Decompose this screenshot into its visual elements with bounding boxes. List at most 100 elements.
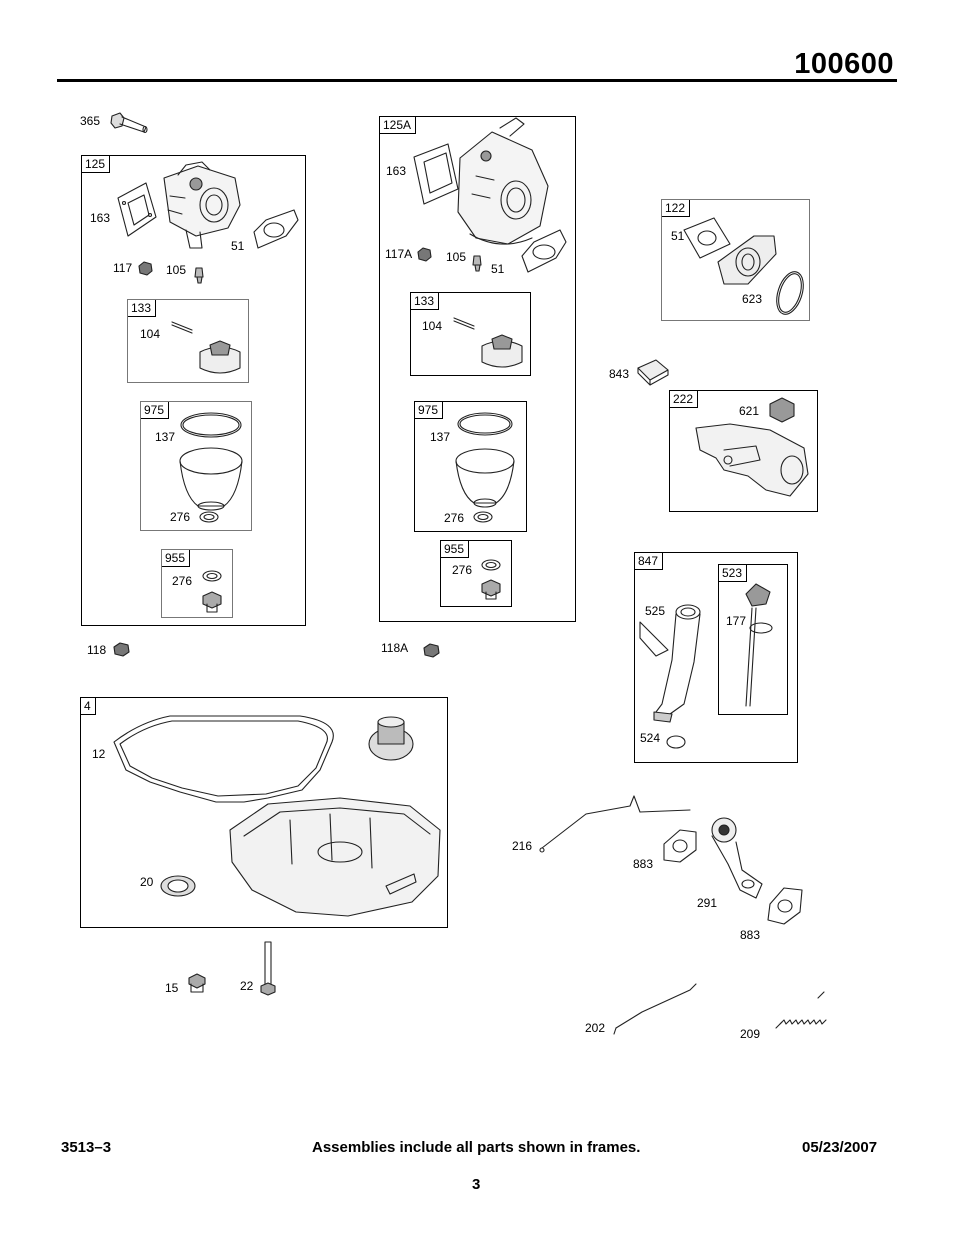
frame-125A: 125A (379, 116, 576, 622)
part-label: 51 (671, 229, 685, 243)
float-icon (199, 340, 241, 374)
part-label: 105 (446, 250, 467, 264)
bowl-icon (179, 447, 243, 511)
sump-icon (229, 797, 441, 917)
washer-276-icon (481, 559, 501, 571)
header-rule (57, 79, 897, 82)
frame-222: 222 (669, 390, 818, 512)
part-label: 51 (491, 262, 505, 276)
frame-tag: 975 (141, 402, 170, 419)
part-label: 621 (739, 404, 760, 418)
part-label: 137 (155, 430, 176, 444)
pin-104-icon (171, 321, 193, 334)
frame-tag: 122 (662, 200, 691, 217)
gear-icon (368, 716, 414, 761)
frame-4: 4 (80, 697, 448, 928)
frame-955: 955 (161, 549, 233, 618)
part-label: 117 (113, 261, 133, 275)
footer-date: 05/23/2007 (802, 1139, 878, 1156)
o-ring-524-icon (666, 735, 686, 749)
frame-523: 523 (718, 564, 788, 715)
frame-133: 133 (127, 299, 249, 383)
part-label: 623 (742, 292, 763, 306)
gasket-51-icon (683, 217, 731, 259)
frame-847: 847 (634, 552, 798, 763)
bolt-365-icon (110, 112, 148, 134)
frame-125: 125 (81, 155, 306, 626)
part-label: 104 (140, 327, 161, 341)
part-label: 216 (512, 839, 533, 853)
pin-104-icon (453, 317, 475, 330)
footer-code: 3513–3 (61, 1139, 112, 1156)
link-216-icon (539, 795, 691, 853)
frame-975: 975 (140, 401, 252, 531)
page-number: 3 (472, 1176, 481, 1193)
washer-276-icon (473, 511, 493, 523)
plug-15-icon (188, 973, 206, 993)
frame-tag: 133 (411, 293, 440, 310)
frame-tag: 523 (719, 565, 748, 582)
adapter-icon (717, 235, 777, 285)
dipstick-tube-525-icon (639, 604, 701, 723)
gasket-51-icon (521, 229, 567, 273)
carburetor-icon (457, 117, 549, 245)
part-label: 276 (452, 563, 473, 577)
frame-tag: 125A (380, 117, 417, 134)
frame-tag: 975 (415, 402, 444, 419)
gasket-163-icon (413, 143, 459, 205)
part-label: 276 (172, 574, 193, 588)
frame-tag: 955 (162, 550, 191, 567)
part-label: 177 (726, 614, 747, 628)
frame-tag: 847 (635, 553, 664, 570)
part-label: 202 (585, 1021, 606, 1035)
part-label: 163 (386, 164, 407, 178)
bowl-icon (455, 448, 515, 508)
seal-20-icon (160, 875, 196, 897)
frame-975: 975 (414, 401, 527, 532)
part-label: 12 (92, 747, 106, 761)
spring-209-icon (775, 991, 827, 1029)
plug-icon (481, 579, 501, 600)
lever-291-icon (711, 817, 763, 899)
gasket-163-icon (117, 182, 157, 237)
plug-icon (202, 591, 222, 613)
part-label: 137 (430, 430, 451, 444)
valve-105-icon (472, 255, 482, 272)
frame-tag: 222 (670, 391, 699, 408)
dipstick-177-icon (745, 583, 773, 707)
o-ring-623-icon (776, 271, 804, 315)
part-label: 20 (140, 875, 154, 889)
part-label: 209 (740, 1027, 761, 1041)
valve-105-icon (194, 267, 204, 284)
part-label: 15 (165, 981, 179, 995)
washer-276-icon (202, 570, 222, 582)
gasket-51-icon (253, 209, 299, 249)
nut-118-icon (113, 642, 130, 657)
gasket-883-icon (663, 829, 697, 863)
frame-133: 133 (410, 292, 531, 376)
switch-621-icon (769, 397, 795, 423)
nut-117A-icon (417, 247, 432, 262)
part-label: 51 (231, 239, 245, 253)
part-label: 163 (90, 211, 111, 225)
washer-276-icon (199, 511, 219, 523)
nut-117-icon (138, 261, 153, 276)
nut-118A-icon (423, 643, 440, 658)
part-label: 118 (87, 643, 107, 657)
float-icon (481, 334, 523, 368)
clip-843-icon (637, 359, 669, 386)
part-label: 105 (166, 263, 187, 277)
part-label: 276 (170, 510, 191, 524)
part-label: 525 (645, 604, 666, 618)
part-label: 117A (385, 247, 413, 261)
frame-tag: 955 (441, 541, 470, 558)
part-label: 883 (633, 857, 654, 871)
part-label: 118A (381, 641, 409, 655)
part-label: 22 (240, 979, 254, 993)
frame-122: 122 (661, 199, 810, 321)
bolt-22-icon (260, 941, 276, 996)
frame-tag: 4 (81, 698, 96, 715)
footer-note: Assemblies include all parts shown in fr… (312, 1139, 641, 1156)
gasket-12-icon (113, 715, 334, 803)
